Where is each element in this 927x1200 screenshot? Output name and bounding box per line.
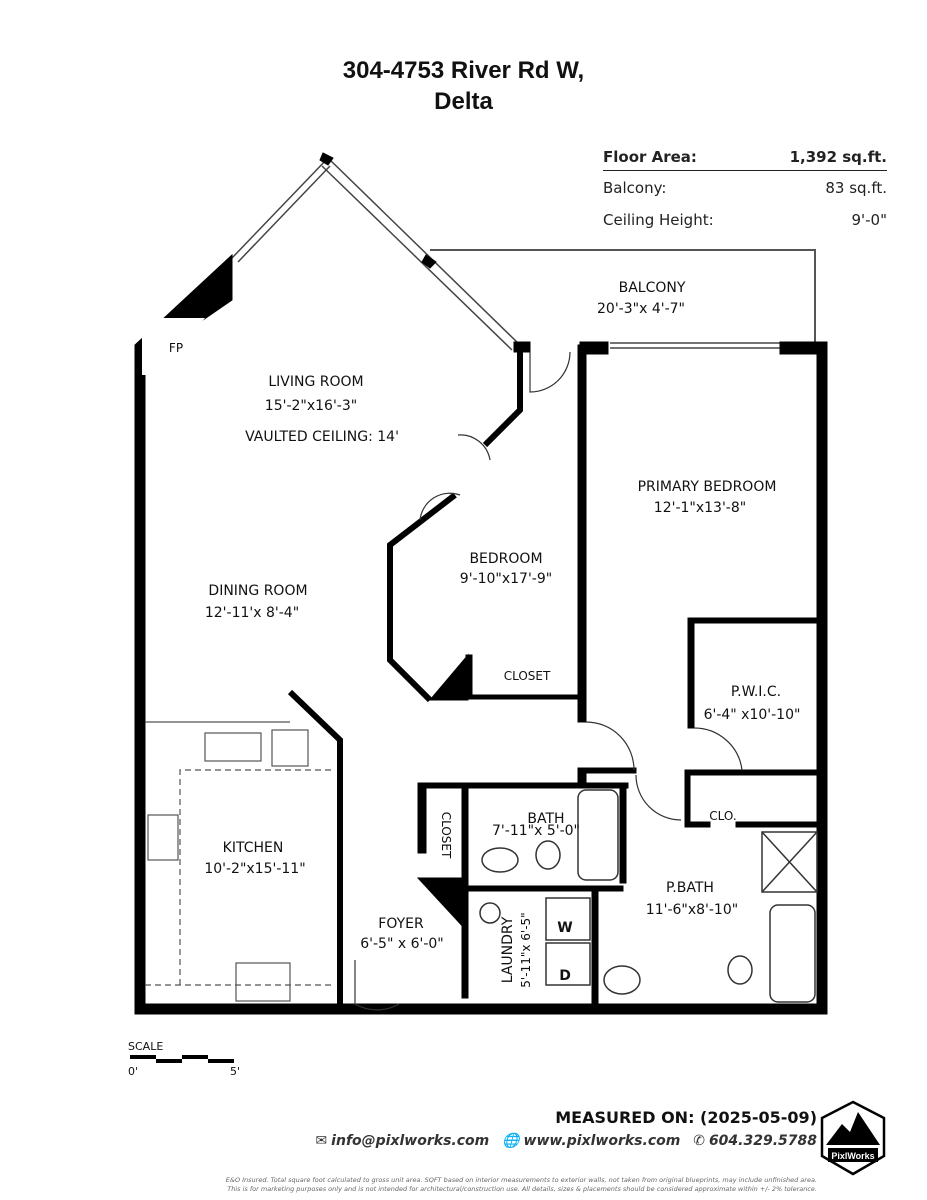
pwic-dims: 6'-4" x10'-10" <box>704 707 801 723</box>
living-room-label: LIVING ROOM <box>268 374 363 390</box>
pbath-dims: 11'-6"x8'-10" <box>646 902 738 918</box>
walls <box>134 152 828 1015</box>
stat-label: Floor Area: <box>603 148 697 166</box>
measured-date: MEASURED ON: (2025-05-09) <box>555 1108 817 1127</box>
scale-bar: SCALE 0' 5' <box>128 1040 240 1078</box>
foyer-dims: 6'-5" x 6'-0" <box>360 936 444 952</box>
kitchen-label: KITCHEN <box>223 840 284 856</box>
stat-floor-area: Floor Area: 1,392 sq.ft. <box>603 148 887 171</box>
dining-room-dims: 12'-11'x 8'-4" <box>205 605 299 621</box>
stat-value: 83 sq.ft. <box>825 179 887 197</box>
pwic-label: P.W.I.C. <box>731 684 781 700</box>
scale-graphic <box>130 1055 234 1063</box>
pixlworks-logo: PixlWorks <box>820 1100 886 1176</box>
phone-icon: ✆ <box>693 1133 705 1149</box>
stat-ceiling: Ceiling Height: 9'-0" <box>603 211 887 243</box>
address-line-1: 304-4753 River Rd W, <box>342 57 585 84</box>
primary-bedroom-label: PRIMARY BEDROOM <box>638 479 777 495</box>
svg-text:PixlWorks: PixlWorks <box>831 1151 874 1161</box>
windows <box>231 157 780 351</box>
dryer-label: D <box>559 968 571 984</box>
laundry-label: LAUNDRY <box>500 916 516 983</box>
scale-label: SCALE <box>128 1040 164 1053</box>
living-room-dims: 15'-2"x16'-3" <box>265 398 357 414</box>
laundry-dims: 5'-11"x 6'-5" <box>519 912 533 987</box>
disclaimer-line-1: E&O Insured. Total square foot calculate… <box>225 1176 817 1184</box>
email-icon: ✉ <box>315 1133 328 1149</box>
bedroom-label: BEDROOM <box>469 551 542 567</box>
phone-link[interactable]: 604.329.5788 <box>708 1133 817 1149</box>
foyer-label: FOYER <box>378 916 424 932</box>
scale-max: 5' <box>229 1065 240 1078</box>
balcony-label: BALCONY <box>619 280 686 296</box>
primary-bedroom-dims: 12'-1"x13'-8" <box>654 500 746 516</box>
stat-value: 9'-0" <box>851 211 887 229</box>
living-room-note: VAULTED CEILING: 14' <box>245 429 399 445</box>
stat-balcony: Balcony: 83 sq.ft. <box>603 179 887 211</box>
bedroom-dims: 9'-10"x17'-9" <box>460 571 552 587</box>
kitchen-counters <box>145 721 335 1002</box>
balcony-outline <box>430 249 816 345</box>
bath-fixtures <box>479 789 818 1003</box>
stat-value: 1,392 sq.ft. <box>789 148 887 166</box>
balcony-dims: 20'-3"x 4'-7" <box>597 301 685 317</box>
email-link[interactable]: info@pixlworks.com <box>331 1133 490 1149</box>
room-labels: BALCONY 20'-3"x 4'-7" LIVING ROOM 15'-2"… <box>169 280 801 988</box>
footer: MEASURED ON: (2025-05-09) ✉info@pixlwork… <box>307 1108 817 1149</box>
address-line-2: Delta <box>434 88 493 115</box>
fireplace-label: FP <box>169 341 183 355</box>
doors <box>354 351 743 1011</box>
closet-label: CLOSET <box>504 669 551 683</box>
web-link[interactable]: www.pixlworks.com <box>523 1133 681 1149</box>
globe-icon: 🌐 <box>502 1133 520 1149</box>
washer-label: W <box>557 920 572 936</box>
bath-dims: 7'-11"x 5'-0" <box>492 823 580 839</box>
closet-2-label: CLOSET <box>439 812 453 859</box>
stat-label: Balcony: <box>603 179 667 197</box>
disclaimer-line-2: This is for marketing purposes only and … <box>227 1185 817 1193</box>
dining-room-label: DINING ROOM <box>208 583 307 599</box>
scale-min: 0' <box>128 1065 139 1078</box>
area-stats: Floor Area: 1,392 sq.ft. Balcony: 83 sq.ft… <box>603 148 887 243</box>
pbath-label: P.BATH <box>666 880 714 896</box>
stat-label: Ceiling Height: <box>603 211 714 229</box>
disclaimer: E&O Insured. Total square foot calculate… <box>226 1176 817 1194</box>
bath-label: BATH <box>527 811 564 827</box>
kitchen-dims: 10'-2"x15'-11" <box>204 861 305 877</box>
closet-3-label: CLO. <box>709 809 736 823</box>
address-title: 304-4753 River Rd W, Delta <box>0 55 927 117</box>
